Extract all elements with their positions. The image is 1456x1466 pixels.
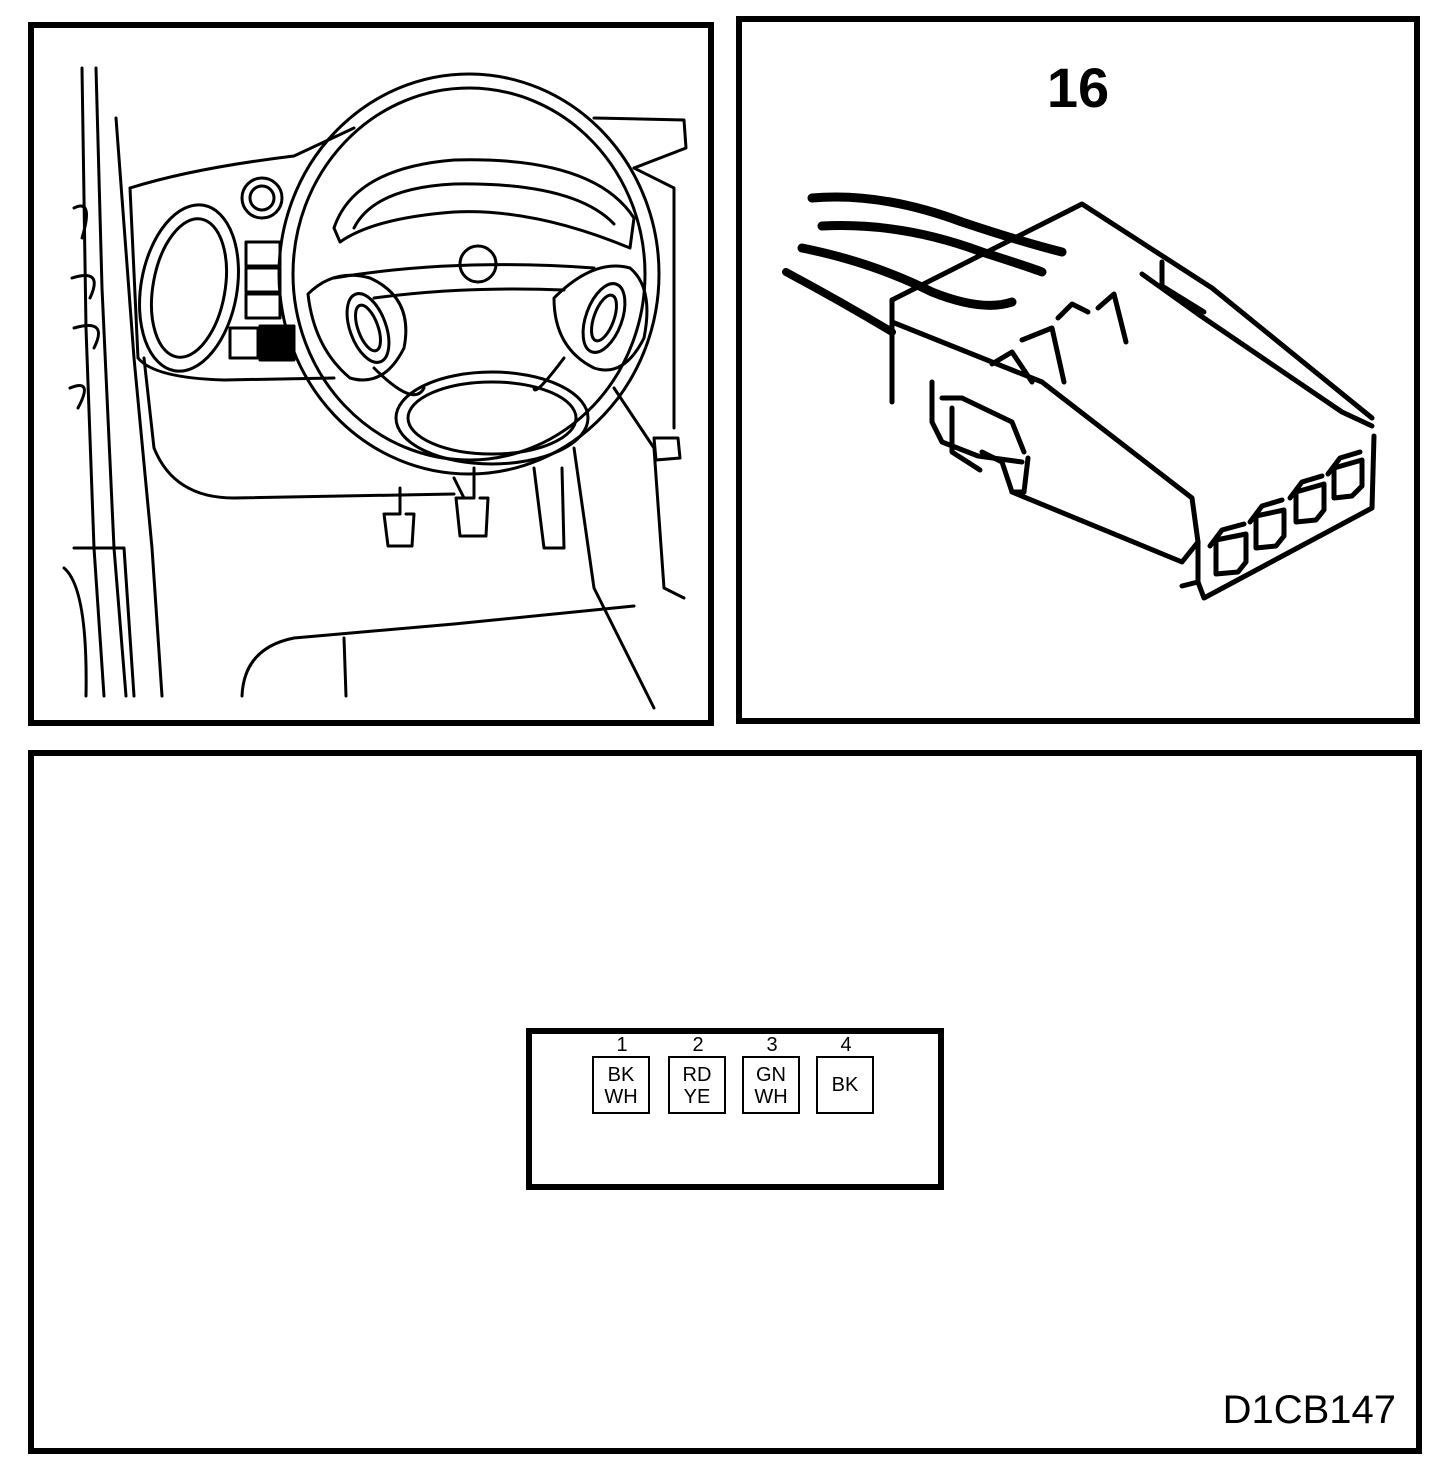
wire-color-primary: GN	[756, 1064, 786, 1086]
pin-wire-color: BK	[816, 1056, 874, 1114]
location-view-panel	[28, 22, 714, 726]
wire-color-primary: BK	[607, 1064, 635, 1086]
pin-1: 1 BK WH	[592, 1034, 652, 1114]
connector-illustration	[782, 192, 1377, 601]
wire-color-stripe: WH	[754, 1086, 788, 1108]
pin-4: 4 BK	[816, 1034, 876, 1114]
wire-color-stripe: WH	[604, 1086, 638, 1108]
wire-color-primary: BK	[831, 1074, 859, 1096]
drawing-code: D1CB147	[1222, 1388, 1396, 1432]
pin-3: 3 GN WH	[742, 1034, 802, 1114]
pin-number: 3	[766, 1034, 778, 1056]
connector-face-outline: 1 BK WH 2 RD YE 3 GN WH 4 BK	[526, 1028, 944, 1190]
pin-number: 2	[692, 1034, 704, 1056]
pin-number: 1	[616, 1034, 628, 1056]
pin-wire-color: BK WH	[592, 1056, 650, 1114]
wire-color-stripe: YE	[683, 1086, 711, 1108]
pin-2: 2 RD YE	[668, 1034, 728, 1114]
connector-number: 16	[1046, 56, 1110, 119]
pin-wire-color: RD YE	[668, 1056, 726, 1114]
pin-number: 4	[840, 1034, 852, 1056]
wire-color-primary: RD	[682, 1064, 712, 1086]
vehicle-interior-illustration	[62, 66, 688, 710]
pinout-panel: 1 BK WH 2 RD YE 3 GN WH 4 BK D	[28, 750, 1422, 1454]
connector-view-panel: 16	[736, 16, 1420, 724]
pin-wire-color: GN WH	[742, 1056, 800, 1114]
